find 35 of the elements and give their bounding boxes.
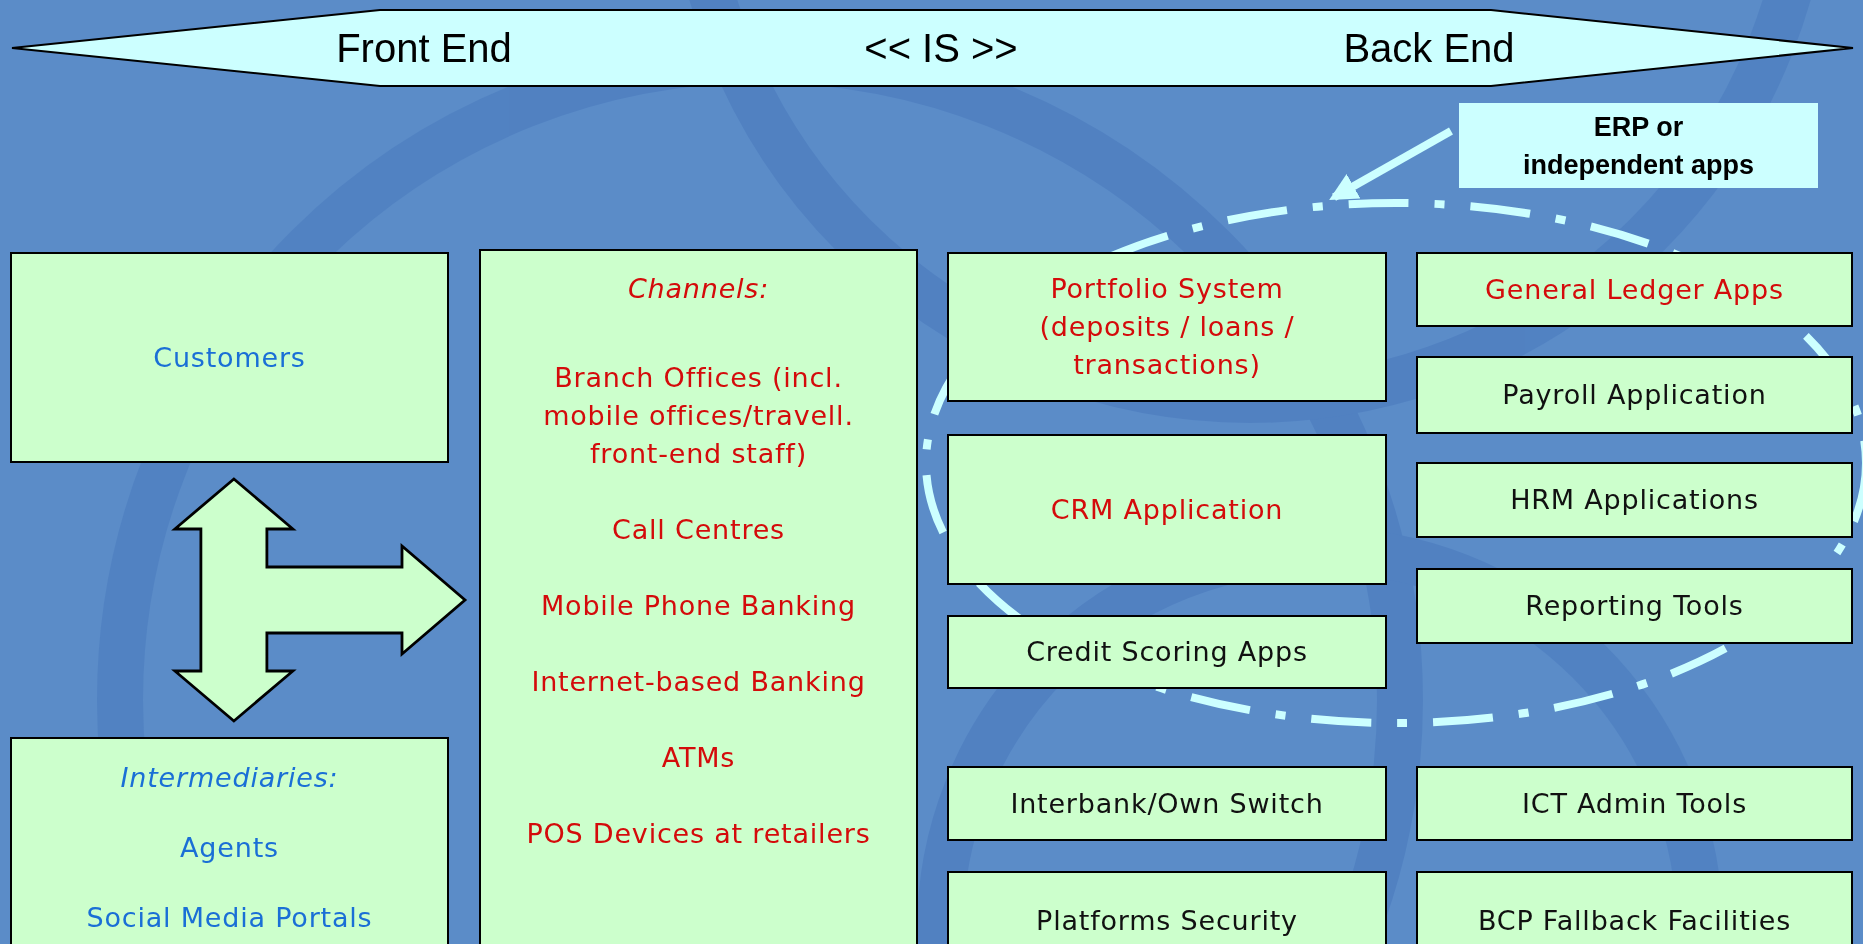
banner-label: Back End	[1343, 25, 1515, 71]
box-label: General Ledger Apps	[1485, 272, 1784, 307]
box-label: Platforms Security	[1036, 904, 1298, 938]
box-label: Internet-based Banking	[531, 665, 866, 699]
application-box	[947, 766, 1387, 841]
box-label: Portfolio System (deposits / loans / transactions)	[1038, 272, 1296, 382]
box-label: ICT Admin Tools	[1521, 786, 1747, 821]
group-heading: Channels:	[627, 272, 770, 306]
box-label: POS Devices at retailers	[526, 817, 871, 851]
channels-box	[479, 249, 918, 944]
note-box: ERP or independent apps	[1459, 103, 1818, 188]
group-heading: Intermediaries:	[120, 761, 339, 795]
application-box	[1416, 766, 1853, 841]
box-label: ATMs	[661, 741, 736, 775]
box-label: BCP Fallback Facilities	[1477, 904, 1792, 938]
box-label: Agents	[180, 831, 279, 865]
intermediaries-box	[10, 737, 449, 944]
application-box	[1416, 871, 1853, 944]
arrow	[1329, 127, 1453, 201]
box-label: Mobile Phone Banking	[541, 589, 856, 623]
box-label: HRM Applications	[1510, 483, 1759, 517]
customers-box	[10, 252, 449, 463]
application-box	[947, 871, 1387, 944]
box-label: Reporting Tools	[1525, 589, 1744, 623]
box-label: Branch Offices (incl. mobile offices/travell. front-end staff)	[542, 361, 855, 471]
box-label: Call Centres	[612, 513, 785, 547]
box-label: Social Media Portals	[86, 901, 373, 935]
box-label: Credit Scoring Apps	[1026, 635, 1308, 669]
banner-label: << IS >>	[864, 25, 1018, 71]
box-label: Customers	[153, 340, 306, 375]
box-label: CRM Application	[1050, 492, 1284, 527]
box-label: Interbank/Own Switch	[1010, 786, 1324, 821]
box-label: Payroll Application	[1502, 378, 1767, 412]
three-way-block-arrow	[171, 477, 468, 723]
banner-label: Front End	[336, 25, 512, 71]
